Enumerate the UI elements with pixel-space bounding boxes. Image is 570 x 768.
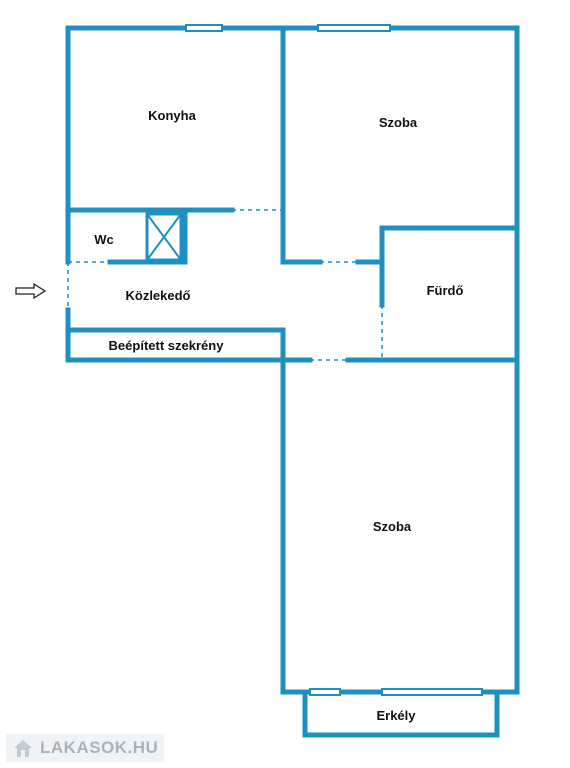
watermark: LAKASOK.HU — [6, 734, 165, 762]
label-hall: Közlekedő — [125, 288, 190, 303]
windows — [185, 24, 483, 696]
label-room-top: Szoba — [379, 115, 418, 130]
shaft-box — [145, 212, 183, 262]
label-wc: Wc — [94, 232, 114, 247]
arrow-right-icon — [15, 282, 47, 300]
window-balcony-left — [309, 688, 341, 696]
house-icon — [14, 740, 32, 757]
label-balcony: Erkély — [376, 708, 416, 723]
label-room-bottom: Szoba — [373, 519, 412, 534]
watermark-text: LAKASOK.HU — [40, 738, 159, 757]
walls — [65, 25, 520, 738]
window-room-top — [317, 24, 391, 32]
label-bathroom: Fürdő — [427, 283, 464, 298]
window-balcony-right — [381, 688, 483, 696]
window-kitchen — [185, 24, 223, 32]
doors — [67, 209, 383, 361]
label-wardrobe: Beépített szekrény — [109, 338, 225, 353]
label-kitchen: Konyha — [148, 108, 196, 123]
